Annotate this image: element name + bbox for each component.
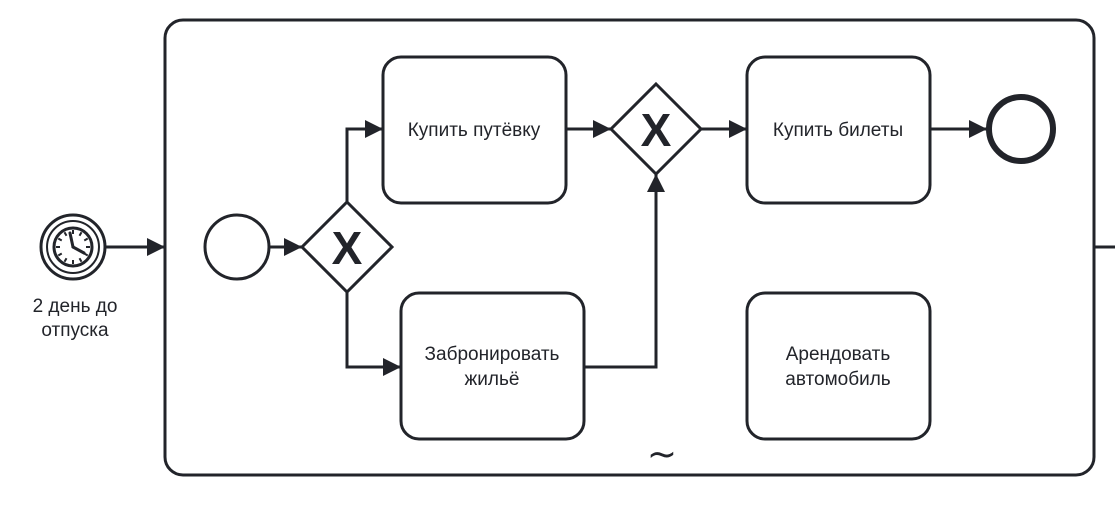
clock-tick xyxy=(63,257,68,263)
clock-tick xyxy=(57,252,63,257)
clock-tick xyxy=(83,237,89,242)
sequence-flow-book-housing-to-join[interactable] xyxy=(584,174,665,369)
task-rent-car[interactable]: Арендовать автомобиль xyxy=(745,291,932,441)
task-label-line2: автомобиль xyxy=(785,369,891,390)
task-label-line1: Арендовать xyxy=(786,344,891,365)
task-book-housing[interactable]: Забронировать жильё xyxy=(399,291,586,441)
gateway-x-icon: X xyxy=(641,104,672,156)
timer-start-event[interactable] xyxy=(39,213,107,281)
exclusive-gateway-join[interactable]: X xyxy=(608,81,704,177)
task-label-line2: жильё xyxy=(465,369,520,390)
timer-start-label-line1: 2 день до xyxy=(33,296,118,317)
task-label: Купить билеты xyxy=(773,120,903,141)
task-label: Купить путёвку xyxy=(408,120,541,141)
task-label-line1: Забронировать xyxy=(425,344,560,365)
clock-tick xyxy=(78,257,83,263)
end-event[interactable] xyxy=(986,94,1056,164)
gateway-x-icon: X xyxy=(332,222,363,274)
clock-icon xyxy=(52,226,94,268)
task-buy-tour[interactable]: Купить путёвку xyxy=(381,55,568,205)
sequence-flow-split-to-buy-tour[interactable] xyxy=(345,120,383,202)
clock-tick xyxy=(78,231,83,237)
task-buy-tickets[interactable]: Купить билеты xyxy=(745,55,932,205)
adhoc-marker: ~ xyxy=(647,434,677,475)
sequence-flow-split-to-book-housing[interactable] xyxy=(345,292,401,376)
inner-start-event[interactable] xyxy=(203,213,271,281)
clock-tick xyxy=(63,231,68,237)
timer-start-label-line2: отпуска xyxy=(41,320,109,341)
clock-tick xyxy=(57,237,63,242)
